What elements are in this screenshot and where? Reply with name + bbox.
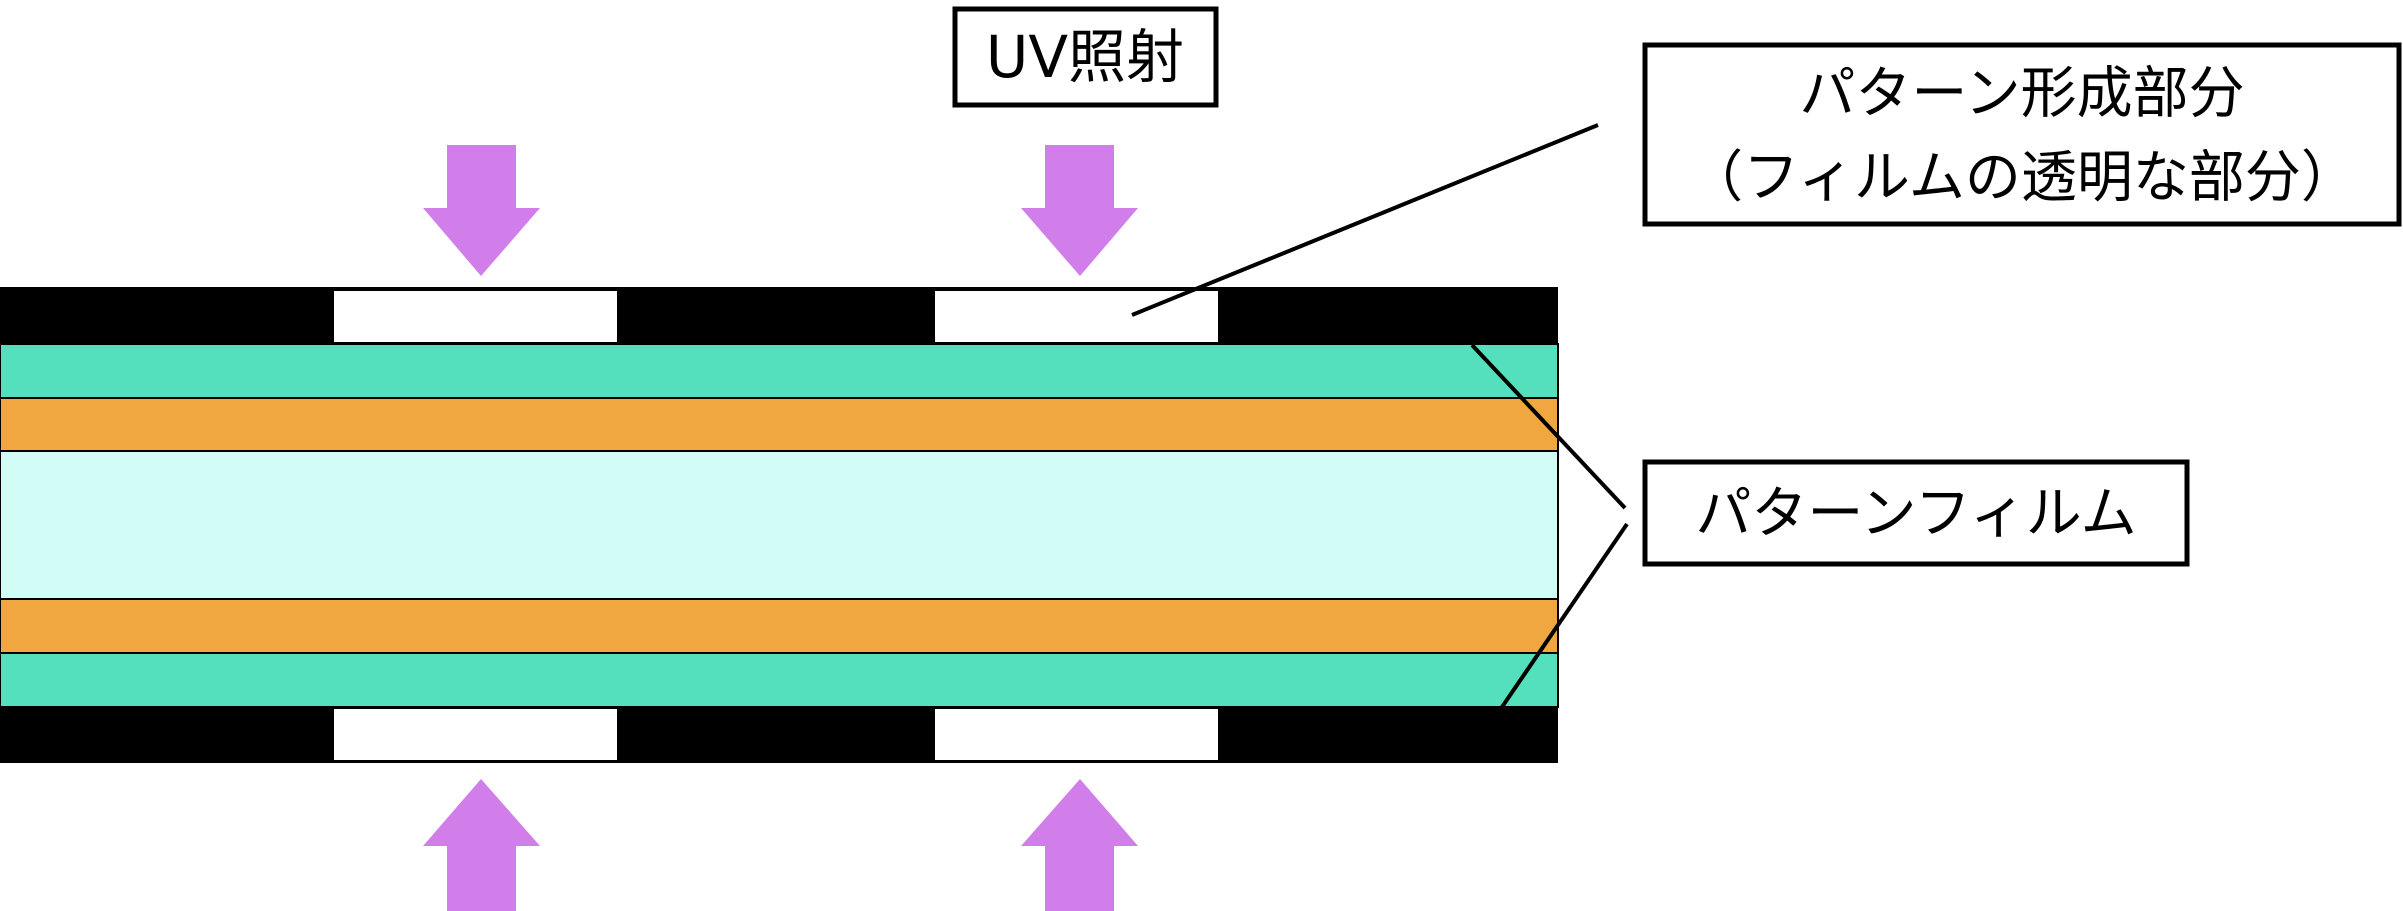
uv-irradiation-label-text: UV照射 — [986, 23, 1184, 91]
pattern-forming-label-line1: パターン形成部分 — [1799, 62, 2244, 127]
bottom-green-layer — [0, 652, 1559, 708]
layer-stack — [0, 287, 1559, 763]
pattern-forming-leader-line — [1131, 123, 1599, 317]
bottom-mask-opening-left — [332, 707, 619, 762]
top-orange-layer — [0, 397, 1559, 452]
uv-irradiation-label: UV照射 — [952, 6, 1219, 108]
leader-lines — [1131, 123, 1629, 709]
core-layer — [0, 450, 1559, 600]
pattern-film-label-text: パターンフィルム — [1695, 482, 2136, 547]
top-green-layer — [0, 343, 1559, 399]
down-arrow-icon — [423, 145, 540, 276]
bottom-orange-layer — [0, 598, 1559, 654]
up-arrow-icon — [1021, 779, 1138, 911]
up-arrow-icon — [423, 779, 540, 911]
bottom-mask-opening-right — [933, 707, 1220, 762]
pattern-film-leader-line-bottom — [1500, 522, 1629, 709]
pattern-film-label: パターンフィルム — [1642, 459, 2190, 567]
pattern-forming-label: パターン形成部分 （フィルムの透明な部分） — [1642, 42, 2402, 227]
top-mask-layer — [0, 287, 1558, 344]
pattern-film-leader-line-top — [1470, 343, 1627, 510]
uv-irradiation-label-box — [952, 6, 1219, 108]
pattern-film-label-box — [1642, 459, 2190, 567]
down-arrow-icon — [1021, 145, 1138, 276]
pattern-forming-label-box — [1642, 42, 2402, 227]
uv-arrows — [423, 145, 1138, 911]
top-mask-opening-left — [332, 289, 619, 344]
bottom-mask-layer — [0, 707, 1558, 763]
pattern-forming-label-line2: （フィルムの透明な部分） — [1687, 146, 2357, 211]
